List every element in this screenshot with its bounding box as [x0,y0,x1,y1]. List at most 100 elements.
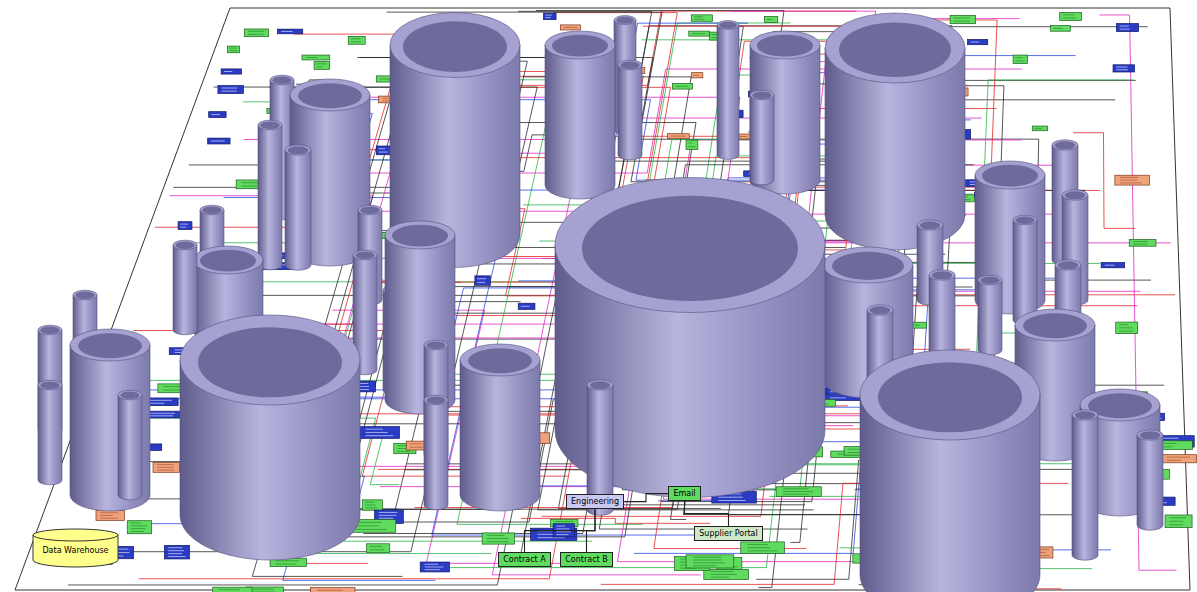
diagram-box [178,222,192,230]
box-texture [693,557,722,558]
cylinder-body [70,345,150,511]
cylinder-body [545,45,615,199]
box-texture [397,448,407,449]
cylinder-hole [40,326,59,333]
cylinder-hole [1065,191,1086,199]
cylinder-rim [358,205,382,215]
cylinder-hole [920,221,941,229]
box-texture [1167,460,1181,461]
box-texture [710,574,736,575]
cylinder-rim [460,344,540,376]
cylinder [258,120,282,270]
cylinder-body [285,150,311,270]
cylinder-rim [1052,140,1078,150]
box-texture [351,38,361,39]
cylinder-rim [717,21,739,30]
box-texture [168,556,185,557]
cylinder-body [1013,220,1037,325]
diagram-box [686,140,698,149]
diagram-box [360,427,400,439]
cylinder-body [424,400,448,510]
cylinder-rim [38,325,62,335]
box-texture [211,114,220,115]
box-texture [366,432,388,433]
cylinder-rim [424,340,448,350]
diagram-box [153,462,179,472]
cylinder-rim [555,178,825,313]
cylinder-body [978,280,1002,355]
box-texture [370,546,383,547]
cylinder [860,350,1040,592]
box-texture [693,565,716,566]
cylinder-body [38,385,62,485]
box-texture [671,136,686,137]
cylinder-hole [298,83,362,108]
diagram-box [691,73,703,78]
box-texture [316,63,326,64]
box-texture [487,538,508,539]
diagram-box [560,25,580,30]
cylinder-hole [832,252,904,280]
box-texture [1120,29,1130,30]
diagram-box [1101,263,1125,268]
box-texture [1063,18,1076,19]
diagram-box [221,69,241,74]
box-texture [1015,60,1025,61]
diagram-box [164,545,189,559]
box-texture [379,512,397,513]
diagram-box [362,500,382,510]
cylinder-hole [175,241,194,248]
cylinder-body [1072,415,1098,560]
diagram-box [1115,175,1150,185]
cylinder-hole [757,35,813,57]
cylinder-rim [929,270,955,280]
cylinder [118,390,142,500]
box-texture [281,31,292,32]
box-texture [1116,69,1128,70]
cylinder-rim [1137,430,1163,440]
cylinder-hole [980,276,999,283]
cylinder [285,145,311,270]
box-texture [397,451,410,452]
diagram-box [704,569,749,579]
diagram-box [1165,515,1192,528]
diagram-box [127,521,151,534]
box-texture [180,227,186,228]
diagram-box [1161,455,1196,463]
cylinder [717,21,739,160]
cylinder-rim [860,350,1040,440]
box-texture [693,75,698,76]
box-texture [100,515,113,516]
box-texture [229,48,237,49]
cylinder-rim [750,31,820,59]
box-texture [276,564,297,565]
node-label: Contract A [503,555,546,564]
diagram-box [482,533,514,544]
box-texture [131,531,144,532]
box-texture [711,34,717,35]
cylinder-hole [120,391,139,398]
cylinder [825,13,965,250]
box-texture [688,142,693,143]
box-texture [521,306,530,307]
cylinder-hole [360,206,379,213]
cylinder-body [750,45,820,194]
cylinder-rim [975,161,1045,189]
cylinder-rim [545,31,615,59]
box-texture [317,590,343,591]
node-label: Engineering [571,497,619,506]
cylinder-rim [825,13,965,83]
cylinder-hole [982,165,1038,187]
diagram-box [968,39,988,44]
cylinder [545,31,615,199]
box-texture [425,564,439,565]
cylinder-body [750,95,774,185]
box-texture [693,559,721,560]
box-texture [366,429,383,430]
cylinder [1013,215,1037,325]
cylinder-hole [200,250,256,272]
cylinder-hole [40,381,59,388]
cylinder-rim [180,315,360,405]
cylinder-rim [270,75,294,85]
node-label: Email [673,489,696,498]
